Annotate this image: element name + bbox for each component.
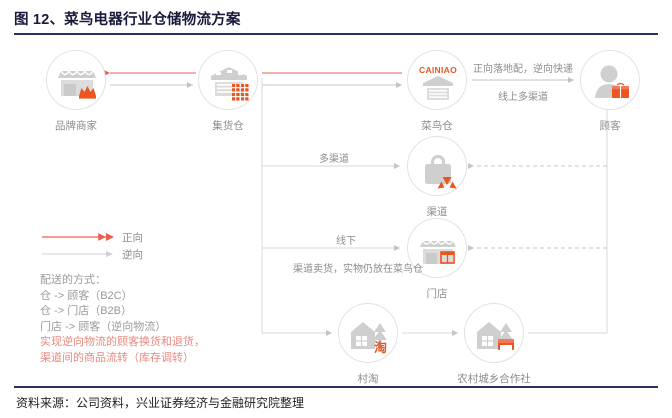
edge-label-to-store-bottom: 渠道卖货，实物仍放在菜鸟仓 xyxy=(293,264,423,275)
legend: 正向 逆向 xyxy=(40,230,255,264)
legend-line-3: 门店 -> 顾客（逆向物流） xyxy=(40,320,167,333)
footer-divider xyxy=(14,386,658,388)
node-channel[interactable] xyxy=(407,136,467,196)
node-channel-label: 渠道 xyxy=(426,206,448,218)
edge-label-cainiao-customer-bottom: 线上多渠道 xyxy=(498,92,548,103)
edge-label-cainiao-customer-top: 正向落地配，逆向快递 xyxy=(473,64,573,75)
svg-text:CAINIAO: CAINIAO xyxy=(419,65,457,75)
node-hub-label: 集货仓 xyxy=(212,120,244,132)
source-note: 资料来源：公司资料，兴业证券经济与金融研究院整理 xyxy=(16,396,305,410)
page-title: 图 12、菜鸟电器行业仓储物流方案 xyxy=(14,12,241,28)
storefront-crown-icon xyxy=(58,69,96,99)
legend-row-forward: 正向 xyxy=(40,230,255,247)
node-hub[interactable] xyxy=(198,50,258,110)
connector-lines xyxy=(104,70,613,336)
village-coop-icon xyxy=(477,322,514,350)
legend-row-reverse: 逆向 xyxy=(40,247,255,264)
forward-arrow-swatch xyxy=(42,233,114,241)
legend-line-5: 渠道间的商品流转（库存调转） xyxy=(40,351,194,364)
node-cainiao[interactable]: CAINIAO xyxy=(407,50,467,110)
node-brand[interactable] xyxy=(46,50,106,110)
legend-description: 配送的方式： 仓 -> 顾客（B2C） 仓 -> 门店（B2B） 门店 -> 顾… xyxy=(40,273,260,367)
node-cainiao-label: 菜鸟仓 xyxy=(421,120,453,132)
edge-label-to-channel: 多渠道 xyxy=(319,154,349,165)
warehouse-boxes-icon xyxy=(211,67,249,101)
figure-title: 图 12、菜鸟电器行业仓储物流方案 xyxy=(14,10,658,36)
node-store-label: 门店 xyxy=(426,288,448,300)
reverse-arrow-swatch xyxy=(42,251,113,257)
node-brand-label: 品牌商家 xyxy=(55,120,97,132)
node-coop-label: 农村城乡合作社 xyxy=(457,373,531,385)
legend-line-4: 实现逆向物流的顾客换货和退货， xyxy=(40,336,205,349)
node-customer-label: 顾客 xyxy=(599,120,621,132)
title-divider xyxy=(14,33,658,35)
shop-icon xyxy=(420,239,456,264)
handbag-icon xyxy=(425,155,457,189)
legend-reverse-label: 逆向 xyxy=(122,249,143,261)
node-coop[interactable] xyxy=(464,303,524,363)
customer-parcel-icon xyxy=(595,65,629,98)
node-cuntao-label: 村淘 xyxy=(357,373,379,385)
svg-text:淘: 淘 xyxy=(374,340,387,355)
village-taobao-icon: 淘 xyxy=(351,322,387,355)
legend-line-0: 配送的方式： xyxy=(40,274,106,286)
legend-forward-label: 正向 xyxy=(122,232,143,244)
legend-line-2: 仓 -> 门店（B2B） xyxy=(40,305,132,318)
edge-label-to-store-top: 线下 xyxy=(336,236,356,247)
node-customer[interactable] xyxy=(580,50,640,110)
node-cuntao[interactable]: 淘 xyxy=(338,303,398,363)
node-store[interactable] xyxy=(407,218,467,278)
legend-line-1: 仓 -> 顾客（B2C） xyxy=(40,289,133,302)
diagram-canvas: 品牌商家 集货仓 CAINIAO xyxy=(0,38,672,386)
cainiao-warehouse-icon: CAINIAO xyxy=(419,65,457,100)
